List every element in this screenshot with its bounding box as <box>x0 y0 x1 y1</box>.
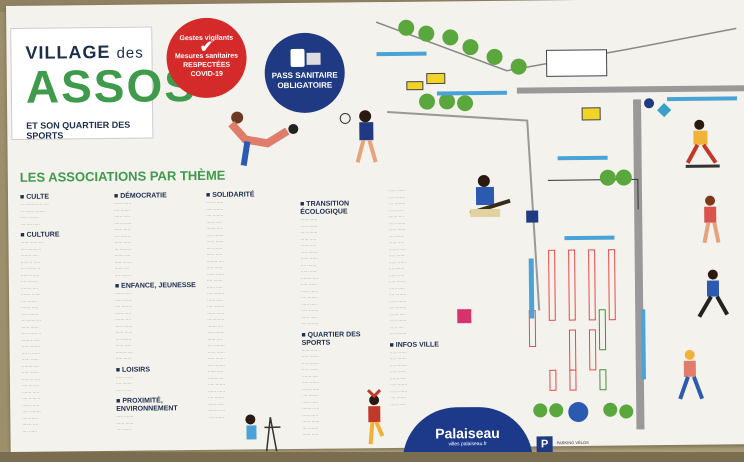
parking-label: PARKING VÉLOS <box>556 439 589 446</box>
column-1: CULTE ··· ········ ···· ······· ······ ·… <box>20 189 115 440</box>
parking-icon: P <box>536 436 553 453</box>
column-2: DÉMOCRATIE ······ ·········· ···········… <box>114 188 209 439</box>
associations-title: LES ASSOCIATIONS PAR THÈME <box>19 167 226 185</box>
environnement-list: ····· ············· ·········· ······· <box>116 413 134 432</box>
badge-covid-title2: RESPECTÉES <box>183 61 231 70</box>
solidarite-list: ······ ··········· ··········· ·········… <box>206 199 226 420</box>
yoga-woman-illustration <box>366 389 385 445</box>
column-3: SOLIDARITÉ ······ ··········· ··········… <box>206 187 301 438</box>
map-drawing <box>375 19 744 430</box>
guitarist-illustration <box>469 175 511 218</box>
pass-line2: OBLIGATOIRE <box>277 80 333 91</box>
pass-line1: PASS SANITAIRE <box>271 70 338 81</box>
tennis-woman-illustration <box>702 195 721 244</box>
culture-list: ······ ······ ········ ········ ········… <box>20 239 45 434</box>
runner-illustration <box>697 269 730 318</box>
check-icon: ✔ <box>199 38 214 56</box>
badge-covid-title: Mesures sanitaires <box>174 52 239 61</box>
site-map <box>366 8 744 442</box>
logo-subtitle: ET SON QUARTIER DES SPORTS <box>26 119 131 141</box>
brand-name: Palaiseau <box>435 424 500 442</box>
soccer-player-illustration <box>228 111 299 166</box>
dancer-illustration <box>678 349 705 400</box>
poster-board: VILLAGE des ASSOS ET SON QUARTIER DES SP… <box>6 0 744 462</box>
pass-sanitaire-badge: PASS SANITAIRE OBLIGATOIRE <box>264 32 346 114</box>
category-enfance: ENFANCE, JEUNESSE <box>115 282 207 291</box>
category-environnement: PROXIMITÉ, ENVIRONNEMENT <box>116 397 208 414</box>
culte-list: ··· ········ ···· ······· ······ ·······… <box>20 201 49 227</box>
enfance-list: ······ ··········· ··········· ·········… <box>114 290 133 361</box>
painter-illustration <box>245 414 281 452</box>
village-logo: VILLAGE des ASSOS ET SON QUARTIER DES SP… <box>10 26 197 141</box>
brand-sub: villes palaiseau.fr <box>448 440 487 448</box>
loisirs-list: ······ ·········· ············· ····· <box>115 374 134 393</box>
democratie-list: ······ ·········· ············· ········… <box>114 200 132 278</box>
floor-strip <box>0 452 744 462</box>
badge-covid-tag: COVID-19 <box>190 70 223 79</box>
covid-badge: Gestes vigilants ✔ Mesures sanitaires RE… <box>166 17 247 99</box>
tennis-player-illustration <box>339 110 378 163</box>
skateboarder-illustration <box>685 119 720 168</box>
phone-icon <box>290 48 321 68</box>
